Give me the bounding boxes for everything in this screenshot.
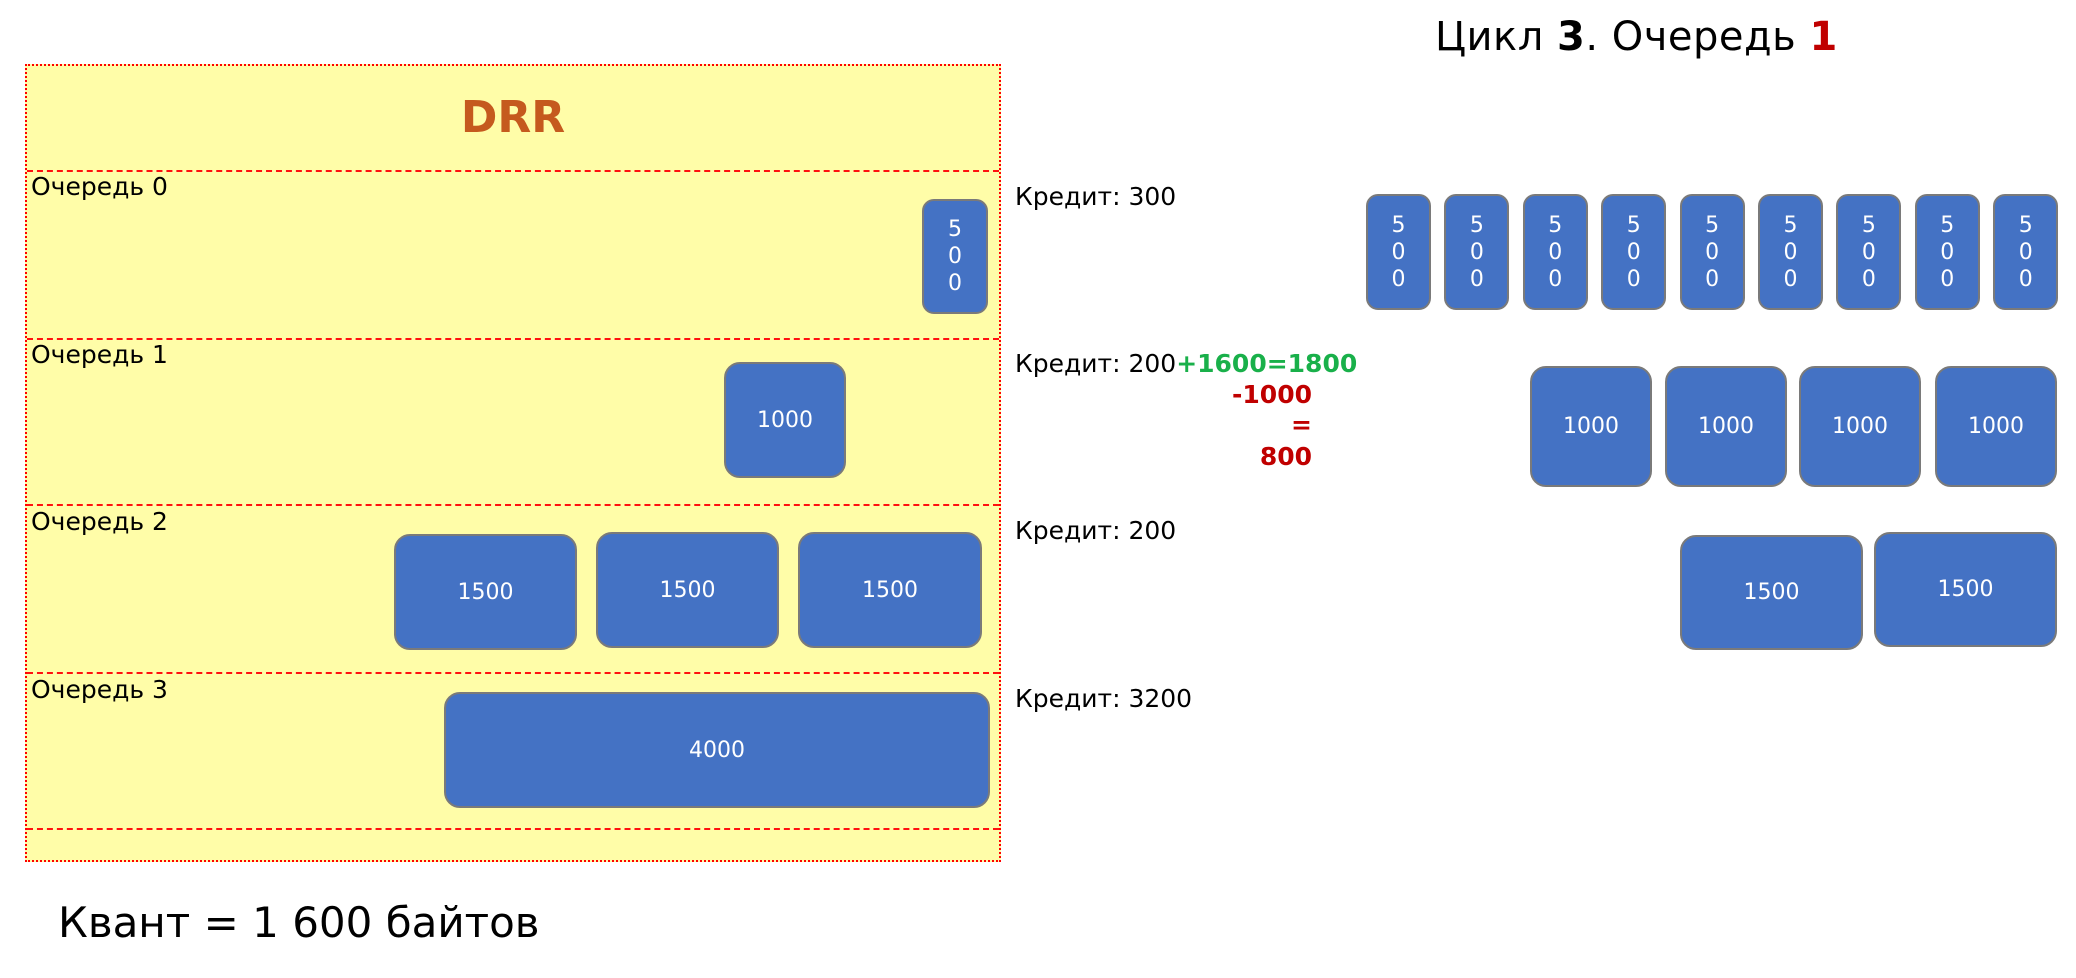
sent-packet-1000: 1000 [1665, 366, 1787, 487]
drr-title: DRR [460, 92, 566, 143]
queue-divider [27, 672, 999, 674]
packet-digit: 0 [1469, 266, 1484, 292]
current-queue-number: 1 [1809, 14, 1838, 60]
slide-title: Цикл 3. Очередь 1 [1435, 14, 1838, 60]
packet-digit: 0 [1861, 266, 1876, 292]
packet-digit: 0 [1626, 266, 1641, 292]
title-prefix: Цикл [1435, 14, 1557, 60]
packet-digit: 5 [1940, 212, 1955, 238]
packet-digit: 0 [1940, 239, 1955, 265]
packet-digit: 0 [1548, 266, 1563, 292]
queue-label-1: Очередь 1 [31, 340, 168, 369]
packet-digit: 0 [1783, 266, 1798, 292]
credit-queue-0: Кредит: 300 [1015, 182, 1177, 211]
queue-3-packet: 4000 [444, 692, 990, 808]
packet-digit: 0 [948, 244, 962, 269]
sent-packet-1000: 1000 [1935, 366, 2057, 487]
sent-packet-1500: 1500 [1680, 535, 1863, 650]
packet-digit: 5 [2018, 212, 2033, 238]
queue-divider [27, 170, 999, 172]
queue-divider [27, 504, 999, 506]
sent-packet-1500: 1500 [1874, 532, 2057, 647]
packet-digit: 5 [1705, 212, 1720, 238]
queue-2-packet: 1500 [596, 532, 779, 648]
packet-digit: 0 [1548, 239, 1563, 265]
packet-digit: 0 [2018, 266, 2033, 292]
packet-digit: 0 [1391, 266, 1406, 292]
packet-digit: 5 [1469, 212, 1484, 238]
packet-digit: 5 [1783, 212, 1798, 238]
sent-packet-1000: 1000 [1530, 366, 1652, 487]
packet-digit: 5 [1548, 212, 1563, 238]
queue-label-0: Очередь 0 [31, 172, 168, 201]
queue-1-packet: 1000 [724, 362, 846, 478]
queue-divider [27, 338, 999, 340]
packet-digit: 5 [1626, 212, 1641, 238]
packet-digit: 5 [1861, 212, 1876, 238]
credit-queue-1-subtract: -1000 [1232, 380, 1312, 409]
credit-queue-1: Кредит: 200+1600=1800 [1015, 349, 1357, 378]
packet-digit: 0 [1861, 239, 1876, 265]
queue-divider [27, 828, 999, 830]
packet-digit: 5 [948, 217, 962, 242]
quantum-label: Квант = 1 600 байтов [58, 898, 540, 947]
packet-digit: 0 [1391, 239, 1406, 265]
queue-label-3: Очередь 3 [31, 675, 168, 704]
packet-digit: 0 [1940, 266, 1955, 292]
cycle-number: 3 [1557, 14, 1586, 60]
packet-digit: 0 [948, 271, 962, 296]
title-middle: . Очередь [1585, 14, 1810, 60]
packet-digit: 0 [1626, 239, 1641, 265]
sent-packet-1000: 1000 [1799, 366, 1921, 487]
queue-2-packet: 1500 [798, 532, 982, 648]
packet-digit: 0 [2018, 239, 2033, 265]
queue-2-packet: 1500 [394, 534, 577, 650]
packet-digit: 0 [1705, 239, 1720, 265]
packet-digit: 0 [1469, 239, 1484, 265]
credit-queue-1-result: 800 [1259, 442, 1312, 471]
packet-digit: 0 [1705, 266, 1720, 292]
credit-queue-1-value: Кредит: 200 [1015, 349, 1177, 378]
credit-queue-2: Кредит: 200 [1015, 516, 1177, 545]
credit-queue-1-addition: +1600=1800 [1176, 349, 1358, 378]
credit-queue-3: Кредит: 3200 [1015, 684, 1193, 713]
queue-label-2: Очередь 2 [31, 507, 168, 536]
packet-digit: 0 [1783, 239, 1798, 265]
packet-digit: 5 [1391, 212, 1406, 238]
credit-queue-1-equals: = [1291, 410, 1312, 439]
